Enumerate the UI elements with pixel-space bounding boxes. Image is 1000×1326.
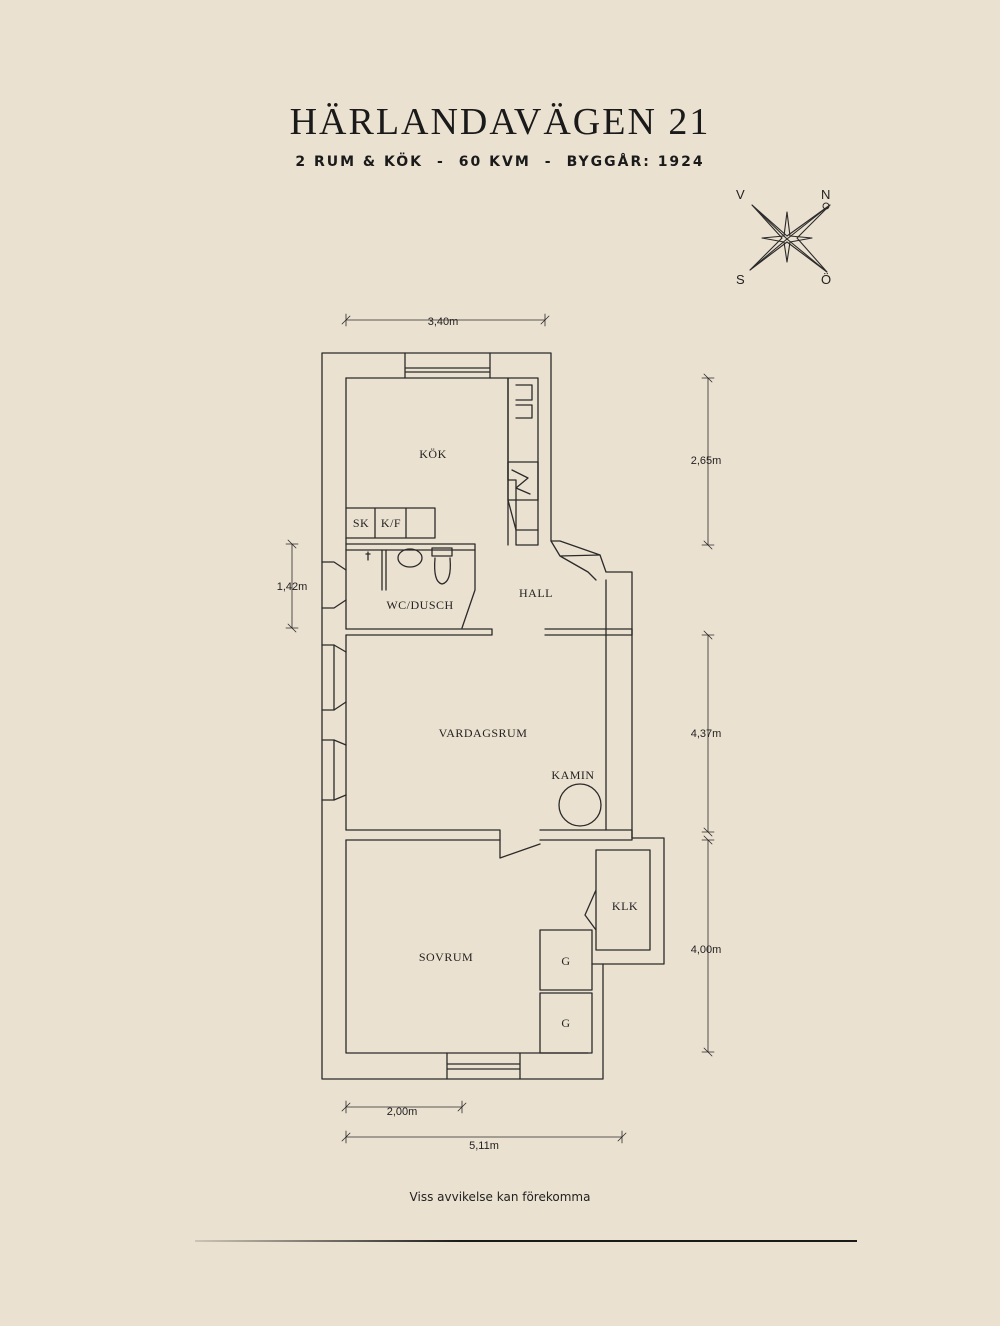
area: 60 KVM <box>458 154 531 170</box>
room-label-g1: G <box>561 954 570 968</box>
dim-top-width: 3,40m <box>428 316 459 328</box>
room-label-vardagsrum: VARDAGSRUM <box>439 726 528 740</box>
compass-north-marker <box>822 202 830 210</box>
dim-kok-height: 2,65m <box>691 455 722 467</box>
dim-vardagsrum-height: 4,37m <box>691 728 722 740</box>
compass-north: N <box>821 187 830 202</box>
compass-west: V <box>736 187 745 202</box>
dim-line-bottom-total <box>341 1130 627 1144</box>
stove <box>507 461 539 501</box>
room-label-kf: K/F <box>381 516 401 530</box>
separator: - <box>544 154 553 170</box>
sink-icon <box>397 548 423 568</box>
dim-sovrum-height: 4,00m <box>691 944 722 956</box>
dim-line-sovrum <box>701 835 715 1057</box>
footer-rule <box>195 1240 857 1242</box>
dim-line-kok <box>701 373 715 550</box>
kitchen-window <box>404 352 491 379</box>
room-label-g2: G <box>561 1016 570 1030</box>
room-count: 2 RUM & KÖK <box>295 154 423 170</box>
room-label-kamin: KAMIN <box>551 768 594 782</box>
compass-east: Ö <box>821 272 831 287</box>
wc-room <box>381 549 476 629</box>
dim-bottom-total: 5,11m <box>469 1140 499 1152</box>
wardrobe-1 <box>539 929 593 991</box>
dim-line-bottom-partial <box>341 1100 467 1114</box>
bedroom-window <box>446 1052 521 1080</box>
compass-south: S <box>736 272 745 287</box>
wardrobe-2 <box>539 992 593 1054</box>
build-year: BYGGÅR: 1924 <box>566 154 705 170</box>
room-label-sk: SK <box>353 516 369 530</box>
dim-wc-height: 1,42m <box>277 581 308 593</box>
disclaimer: Viss avvikelse kan förekomma <box>409 1190 591 1204</box>
room-label-hall: HALL <box>519 586 553 600</box>
room-label-klk: KLK <box>612 899 638 913</box>
entrance-door <box>550 540 601 581</box>
kamin-icon <box>558 783 602 827</box>
property-summary: 2 RUM & KÖK-60 KVM-BYGGÅR: 1924 <box>0 154 1000 170</box>
page-title: HÄRLANDAVÄGEN 21 <box>289 101 711 143</box>
room-label-sovrum: SOVRUM <box>419 950 473 964</box>
room-label-kok: KÖK <box>419 447 447 461</box>
outer-wall <box>321 352 665 1080</box>
compass-rose <box>749 204 831 273</box>
separator: - <box>436 154 445 170</box>
cabinets <box>345 507 436 539</box>
bedroom-door <box>499 839 541 859</box>
dim-line-vardagsrum <box>701 630 715 837</box>
toilet-icon <box>431 547 453 585</box>
dim-bottom-partial: 2,00m <box>387 1106 418 1118</box>
room-label-wc: WC/DUSCH <box>386 598 453 612</box>
dim-line-wc <box>285 539 299 633</box>
klk-closet <box>584 849 651 951</box>
dim-line-top <box>341 313 550 327</box>
